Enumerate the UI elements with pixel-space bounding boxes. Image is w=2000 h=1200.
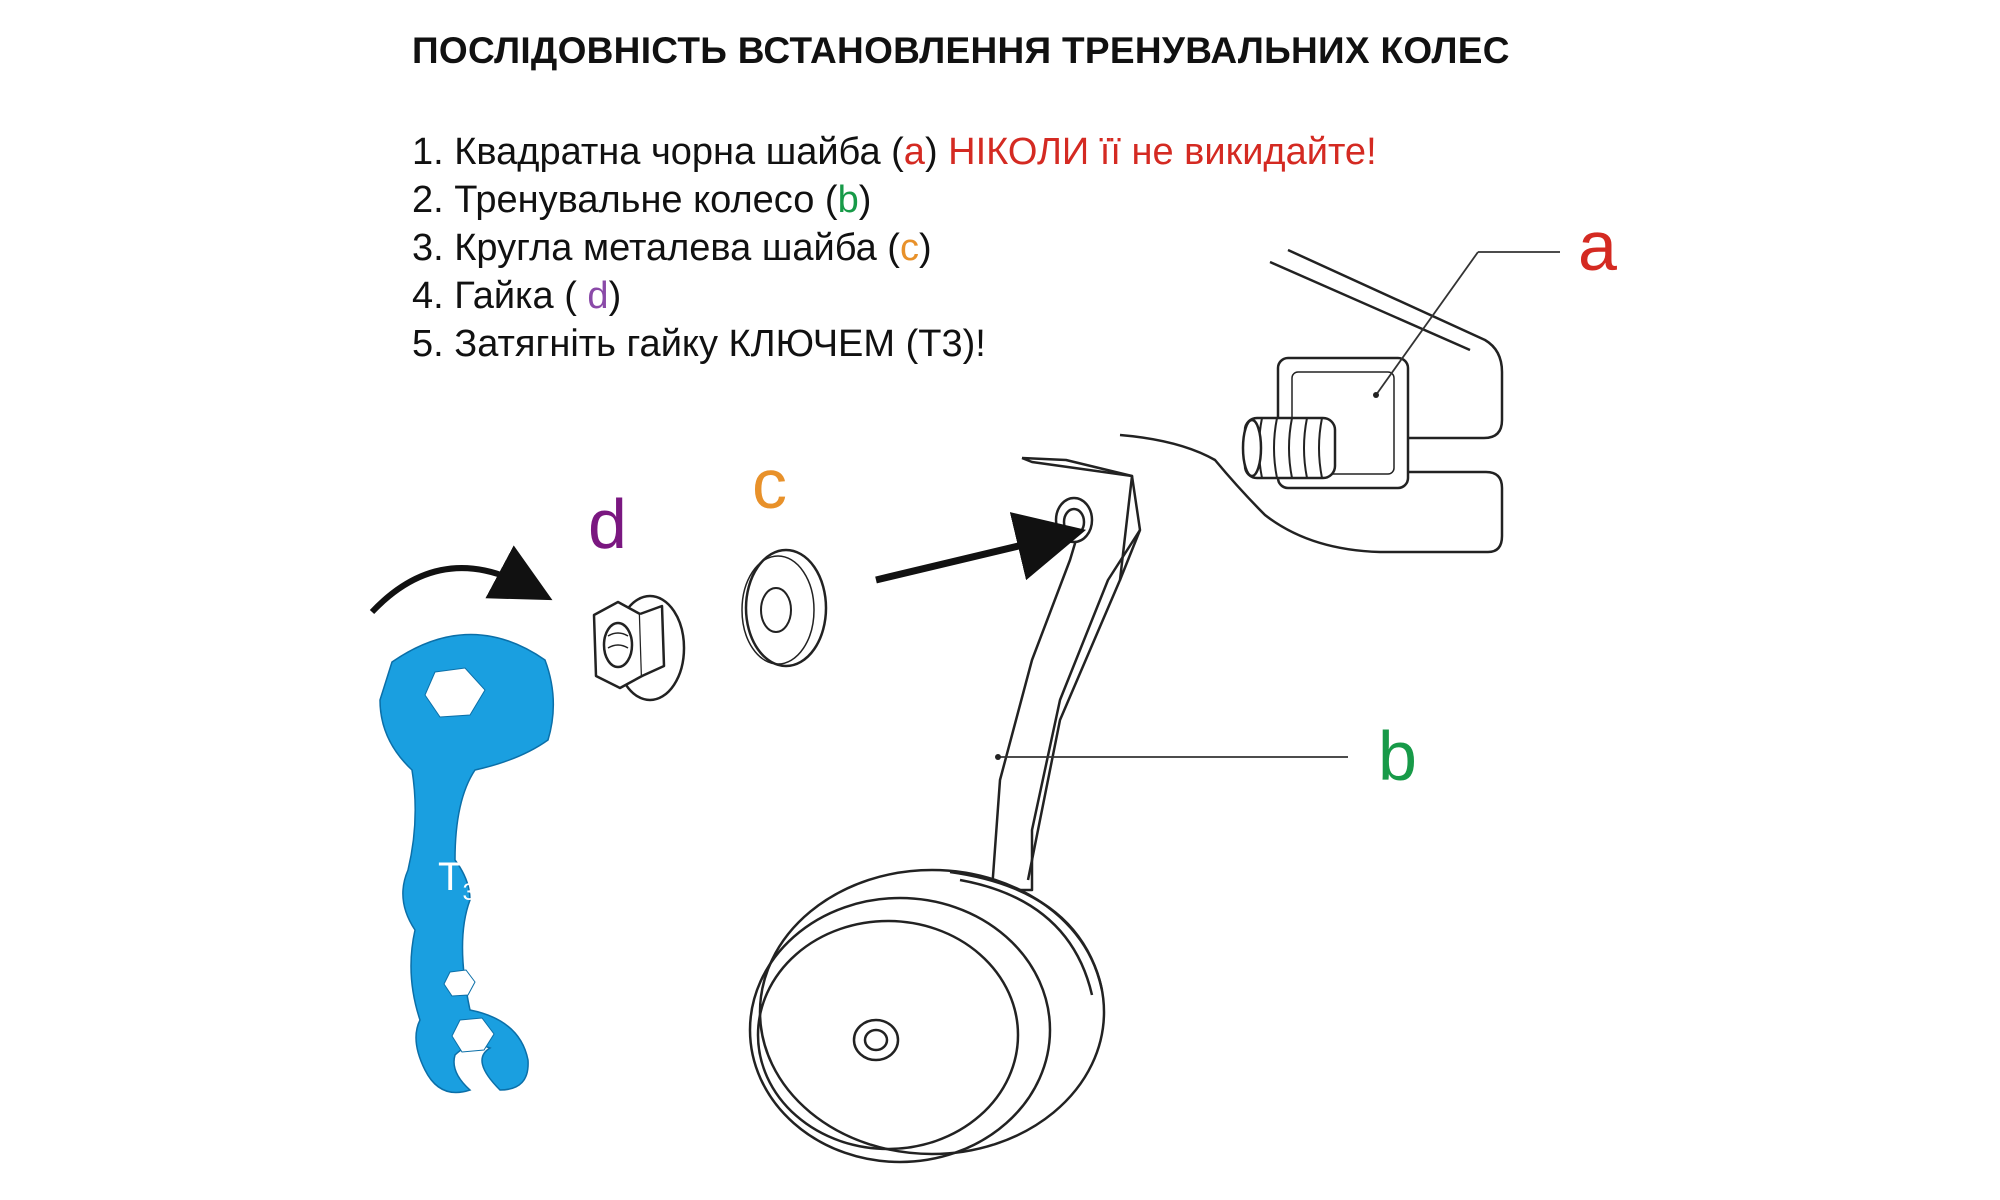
step-1-warning: НІКОЛИ її не викидайте!: [948, 131, 1377, 173]
step-4: 4. Гайка ( d): [412, 272, 1377, 320]
step-1: 1. Квадратна чорна шайба (a) НІКОЛИ її н…: [412, 128, 1377, 176]
step-1-text: 1. Квадратна чорна шайба (: [412, 131, 904, 173]
step-5-text: 5. Затягніть гайку КЛЮЧЕМ (T3)!: [412, 323, 986, 365]
hex-nut-thread-lines: [607, 632, 629, 649]
wheel-outer: [758, 868, 1106, 1156]
wrench-label-main: T: [438, 855, 462, 899]
step-2-text: 2. Тренувальне колесо (: [412, 179, 838, 221]
step-3: 3. Кругла металева шайба (c): [412, 224, 1377, 272]
step-1-letter: a: [903, 131, 925, 173]
step-3-suffix: ): [918, 227, 932, 269]
wheel-tread-line-1: [949, 870, 1104, 991]
square-washer: [1241, 356, 1410, 490]
hex-nut: [592, 594, 686, 702]
assembly-arrow: [875, 512, 1087, 584]
label-a: a: [1578, 207, 1617, 285]
frame-upper-arm: [1287, 248, 1504, 440]
wrench-hex-hole-medium: [451, 1017, 495, 1053]
step-2: 2. Тренувальне колесо (b): [412, 176, 1377, 224]
wrench-hex-hole-small: [443, 969, 476, 997]
step-4-text: 4. Гайка (: [412, 275, 588, 317]
step-3-text: 3. Кругла металева шайба (: [412, 227, 900, 269]
instruction-list: 1. Квадратна чорна шайба (a) НІКОЛИ її н…: [412, 128, 1377, 368]
leader-a: [1373, 251, 1560, 398]
round-washer-edge: [741, 555, 815, 665]
round-washer-hole: [760, 587, 792, 633]
wrench-label: T3: [438, 855, 476, 906]
leader-b: [995, 754, 1348, 760]
tighten-rotation-arrow: [369, 545, 553, 615]
wrench-body: [379, 633, 555, 1094]
step-2-letter: b: [837, 179, 859, 221]
wheel-rim-front: [748, 896, 1052, 1164]
step-5: 5. Затягніть гайку КЛЮЧЕМ (T3)!: [412, 320, 1377, 368]
label-d: d: [588, 485, 627, 563]
step-4-letter: d: [587, 275, 609, 317]
t3-wrench: T3: [379, 633, 555, 1094]
step-1-suffix: ): [924, 131, 949, 173]
wheel-rim-inner: [756, 919, 1020, 1151]
label-b: b: [1378, 717, 1417, 795]
frame-lower-arm: [1119, 433, 1504, 554]
step-3-letter: c: [899, 227, 919, 269]
bike-frame: [1119, 248, 1504, 554]
wheel-tread-line-2: [959, 878, 1094, 996]
hex-nut-side: [639, 604, 666, 678]
wheel-hub-hole: [863, 1028, 889, 1052]
page-title: ПОСЛІДОВНІСТЬ ВСТАНОВЛЕННЯ ТРЕНУВАЛЬНИХ …: [412, 30, 1510, 71]
bracket-side: [1118, 529, 1142, 581]
round-washer: [741, 548, 828, 668]
bolt-tip: [1241, 418, 1263, 478]
wrench-hex-hole-large: [424, 667, 486, 718]
wrench-label-sub: 3: [462, 879, 475, 906]
label-c: c: [752, 445, 787, 523]
step-4-suffix: ): [608, 275, 622, 317]
frame-upper-edge: [1269, 260, 1471, 352]
wheel-hub: [852, 1018, 900, 1062]
bracket-edge: [1021, 456, 1134, 881]
step-2-suffix: ): [858, 179, 872, 221]
training-wheel: [748, 456, 1142, 1164]
